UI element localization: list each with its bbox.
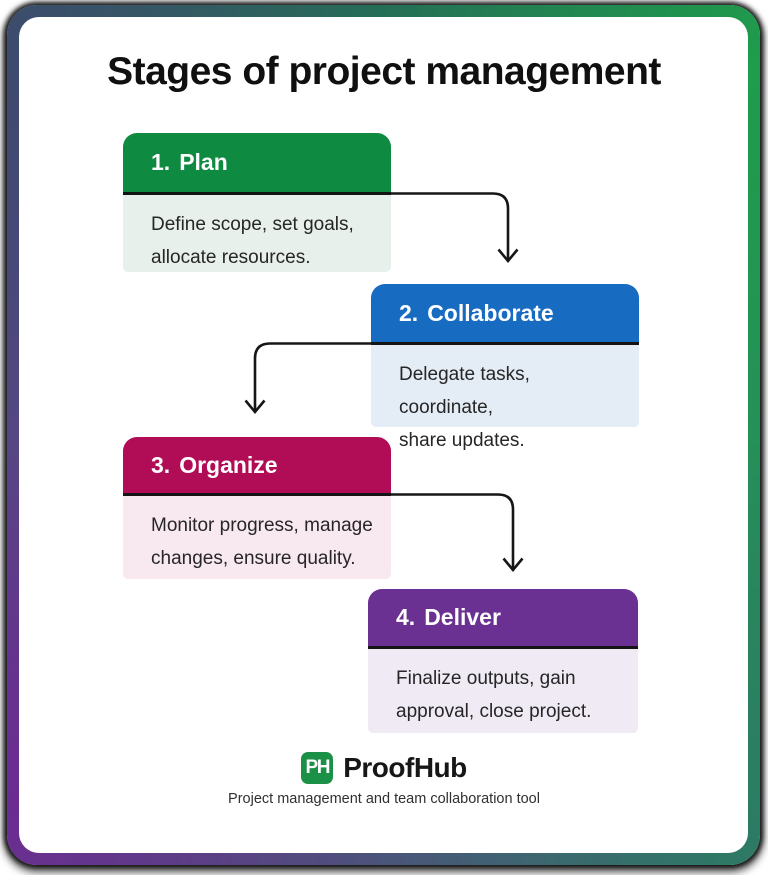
stage-card-deliver: 4. Deliver Finalize outputs, gain approv…: [368, 589, 638, 733]
stage-header-organize: 3. Organize: [123, 437, 391, 496]
stage-description-plan: Define scope, set goals, allocate resour…: [123, 195, 391, 272]
arrowhead-2: [244, 399, 266, 415]
stage-card-collaborate: 2. Collaborate Delegate tasks, coordinat…: [371, 284, 639, 451]
arrowhead-3: [502, 557, 524, 573]
arrowhead-1: [497, 248, 519, 264]
stage-number: 1.: [151, 149, 171, 175]
description-line: allocate resources.: [151, 247, 311, 268]
description-line: Delegate tasks, coordinate,: [399, 364, 530, 418]
stage-header-deliver: 4. Deliver: [368, 589, 638, 649]
stage-number: 4.: [396, 604, 416, 630]
stage-number: 3.: [151, 451, 171, 478]
arrow-organize-to-deliver: [391, 493, 515, 568]
description-line: Finalize outputs, gain: [396, 668, 576, 689]
arrow-collaborate-to-organize: [253, 342, 371, 410]
stage-label: Collaborate: [427, 299, 554, 326]
arrow-plan-to-collaborate: [391, 192, 510, 259]
stage-card-organize: 3. Organize Monitor progress, manage cha…: [123, 437, 391, 579]
description-line: approval, close project.: [396, 701, 592, 722]
stage-description-collaborate: Delegate tasks, coordinate, share update…: [371, 345, 639, 451]
stage-number: 2.: [399, 299, 419, 326]
description-line: changes, ensure quality.: [151, 548, 356, 569]
footer-tagline: Project management and team collaboratio…: [228, 791, 540, 807]
description-line: Define scope, set goals,: [151, 214, 354, 235]
footer: PH ProofHub Project management and team …: [0, 752, 768, 807]
stage-card-plan: 1. Plan Define scope, set goals, allocat…: [123, 133, 391, 272]
stage-label: Organize: [179, 451, 278, 478]
stage-header-plan: 1. Plan: [123, 133, 391, 195]
stage-description-organize: Monitor progress, manage changes, ensure…: [123, 496, 391, 579]
page-title: Stages of project management: [107, 50, 661, 93]
proofhub-logo-text: ProofHub: [343, 752, 467, 783]
stage-label: Deliver: [424, 604, 501, 630]
description-line: share updates.: [399, 430, 525, 451]
stage-header-collaborate: 2. Collaborate: [371, 284, 639, 345]
proofhub-logo: PH ProofHub: [301, 752, 467, 784]
description-line: Monitor progress, manage: [151, 515, 373, 536]
stage-label: Plan: [179, 149, 228, 175]
proofhub-logo-icon: PH: [301, 752, 334, 784]
stage-description-deliver: Finalize outputs, gain approval, close p…: [368, 649, 638, 733]
